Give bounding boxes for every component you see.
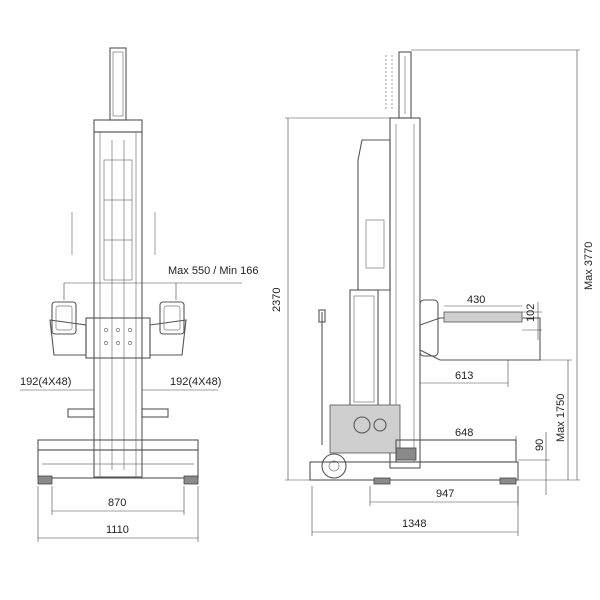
side-clamp (419, 299, 439, 357)
dim-arm-right: 192(4X48) (170, 376, 221, 388)
dim-clamp-range: Max 550 / Min 166 (168, 265, 259, 277)
left-wheel (37, 475, 53, 485)
left-arm (49, 319, 87, 356)
side-carriage (357, 139, 391, 291)
side-wheel (321, 453, 347, 479)
side-dimensions: 2370 Max 3770 430 102 613 Max 1750 648 9… (271, 49, 595, 536)
left-handle (67, 408, 95, 418)
dim-fork-height: 90 (534, 439, 546, 451)
dim-fork-length: 648 (455, 427, 473, 439)
front-base (37, 439, 199, 451)
left-pad (51, 301, 77, 335)
dim-outer-width: 1110 (106, 524, 129, 536)
dim-inner-width: 870 (108, 497, 126, 509)
right-arm (149, 319, 187, 356)
dim-max-lift: Max 1750 (555, 394, 567, 442)
carriage-plate (85, 317, 151, 359)
side-base (309, 461, 519, 481)
top-cylinder (109, 47, 127, 121)
right-wheel (183, 475, 199, 485)
column-head (93, 119, 143, 133)
main-column (93, 131, 143, 478)
dim-pad-width: 430 (467, 294, 485, 306)
side-column (389, 117, 421, 469)
right-pad (159, 301, 185, 335)
right-handle (141, 408, 169, 418)
side-pump-unit (329, 404, 401, 454)
dim-arm-depth: 613 (455, 370, 473, 382)
dim-total-length: 1348 (402, 518, 426, 530)
front-view (37, 47, 199, 485)
dim-column-height: 2370 (271, 288, 283, 312)
front-base-frame (37, 449, 199, 479)
side-pad (443, 311, 523, 323)
dim-max-height: Max 3770 (583, 242, 595, 290)
dim-base-length: 947 (436, 488, 454, 500)
dim-pad-height: 102 (525, 304, 537, 322)
front-dimensions: Max 550 / Min 166 192(4X48) 192(4X48) 87… (20, 265, 259, 542)
dim-arm-left: 192(4X48) (20, 376, 71, 388)
side-view (309, 51, 541, 485)
